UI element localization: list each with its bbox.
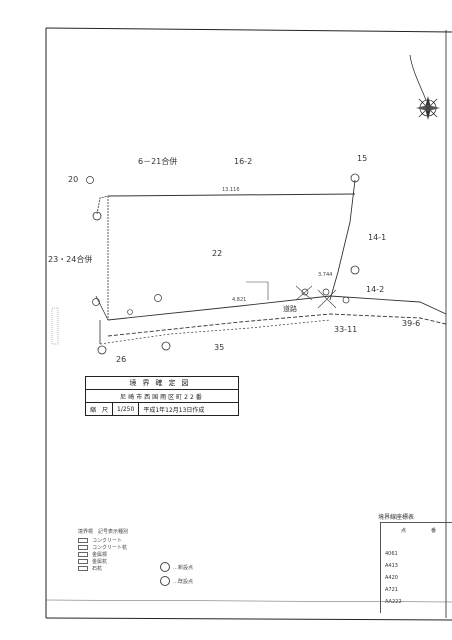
boundary-right <box>329 179 356 301</box>
table-header: 番 <box>431 528 437 534</box>
location-row: 尼崎市西国雨区町22番 <box>86 390 238 403</box>
dimension-label: 13.116 <box>222 187 240 193</box>
marker-circle <box>92 298 100 306</box>
table-title: 境界線座標表 <box>378 514 415 521</box>
scale-value: 1/250 <box>113 403 140 415</box>
table-row: A721 <box>385 587 398 593</box>
parcel-label: 6－21合併 <box>138 157 178 166</box>
existing-point-icon <box>160 576 170 586</box>
marker-circle <box>161 341 171 351</box>
parcel-label: 35 <box>214 343 225 352</box>
dimension-label: 3.744 <box>318 272 333 278</box>
drawing-date: 平成1年12月13日作成 <box>143 406 205 414</box>
scale-label: 縮 尺 <box>86 403 114 415</box>
marker-circle <box>350 173 360 183</box>
marker-circle <box>322 288 330 296</box>
frame-top <box>45 27 452 33</box>
north-arrow-icon <box>409 54 440 120</box>
legend-header: 境界標 記号表示種別 <box>78 529 129 535</box>
legend-new-point: …新設点 <box>160 560 193 574</box>
legend-item: 金属杭 <box>78 558 150 565</box>
parcel-label: 20 <box>68 175 79 184</box>
bottom-rule <box>45 599 452 603</box>
west-stub <box>95 295 109 321</box>
meta-row: 縮 尺 1/250 平成1年12月13日作成 <box>86 403 238 415</box>
marker-circle <box>127 309 133 315</box>
marker-circle <box>92 211 102 221</box>
new-point-icon <box>160 562 170 572</box>
marker-circle <box>97 345 107 355</box>
boundary-top <box>107 193 356 197</box>
legend-item: 金属標 <box>78 551 150 558</box>
left-stamp <box>51 307 59 345</box>
road-label: 道路 <box>283 305 297 313</box>
table-header: 点 <box>401 528 407 534</box>
table-grid: 点 番 4061 A413 A420 A721 AA222 <box>380 522 452 613</box>
point-status-legend: …新設点 …既設点 <box>160 560 193 588</box>
road-south <box>99 319 331 345</box>
legend-existing-point: …既設点 <box>160 574 193 588</box>
table-row: A413 <box>385 563 398 569</box>
parcel-label: 16-2 <box>234 157 253 166</box>
legend-item: コンクリート <box>78 537 150 544</box>
table-row: A420 <box>385 575 398 581</box>
legend-item: 石杭 <box>78 565 150 572</box>
legend-item: コンクリート杭 <box>78 544 150 551</box>
drawing-location: 尼崎市西国雨区町22番 <box>120 393 204 401</box>
parcel-label: 23・24合併 <box>48 255 93 264</box>
parcel-label: 26 <box>116 355 127 364</box>
parcel-label: 39-6 <box>402 319 421 328</box>
marker-circle <box>154 294 162 302</box>
coordinate-table: 境界線座標表 点 番 4061 A413 A420 A721 AA222 <box>378 512 452 613</box>
frame-bottom <box>45 617 452 621</box>
parcel-label: 14-2 <box>366 285 385 294</box>
dimension-label: 4.821 <box>232 297 247 303</box>
marker-circle <box>350 265 360 275</box>
marker-circle <box>86 176 94 184</box>
junction-hatch <box>295 285 337 309</box>
road-lower <box>107 313 447 337</box>
parcel-label: 15 <box>357 154 368 163</box>
table-row: AA222 <box>385 599 402 605</box>
parcel-label: 22 <box>212 249 223 258</box>
marker-circle <box>342 296 350 304</box>
table-row: 4061 <box>385 551 398 557</box>
parcel-label: 33-11 <box>334 325 358 334</box>
drawing-title: 境界確定図 <box>129 379 195 387</box>
title-block: 境界確定図 尼崎市西国雨区町22番 縮 尺 1/250 平成1年12月13日作成 <box>85 376 239 416</box>
building-outline <box>246 281 269 300</box>
title-row: 境界確定図 <box>86 377 238 390</box>
road-upper <box>107 295 447 321</box>
parcel-label: 14-1 <box>368 233 387 242</box>
marker-circle <box>301 288 309 296</box>
marker-type-legend: 境界標 記号表示種別 コンクリート コンクリート杭 金属標 金属杭 石杭 <box>78 528 150 572</box>
boundary-left-upper <box>96 195 109 215</box>
